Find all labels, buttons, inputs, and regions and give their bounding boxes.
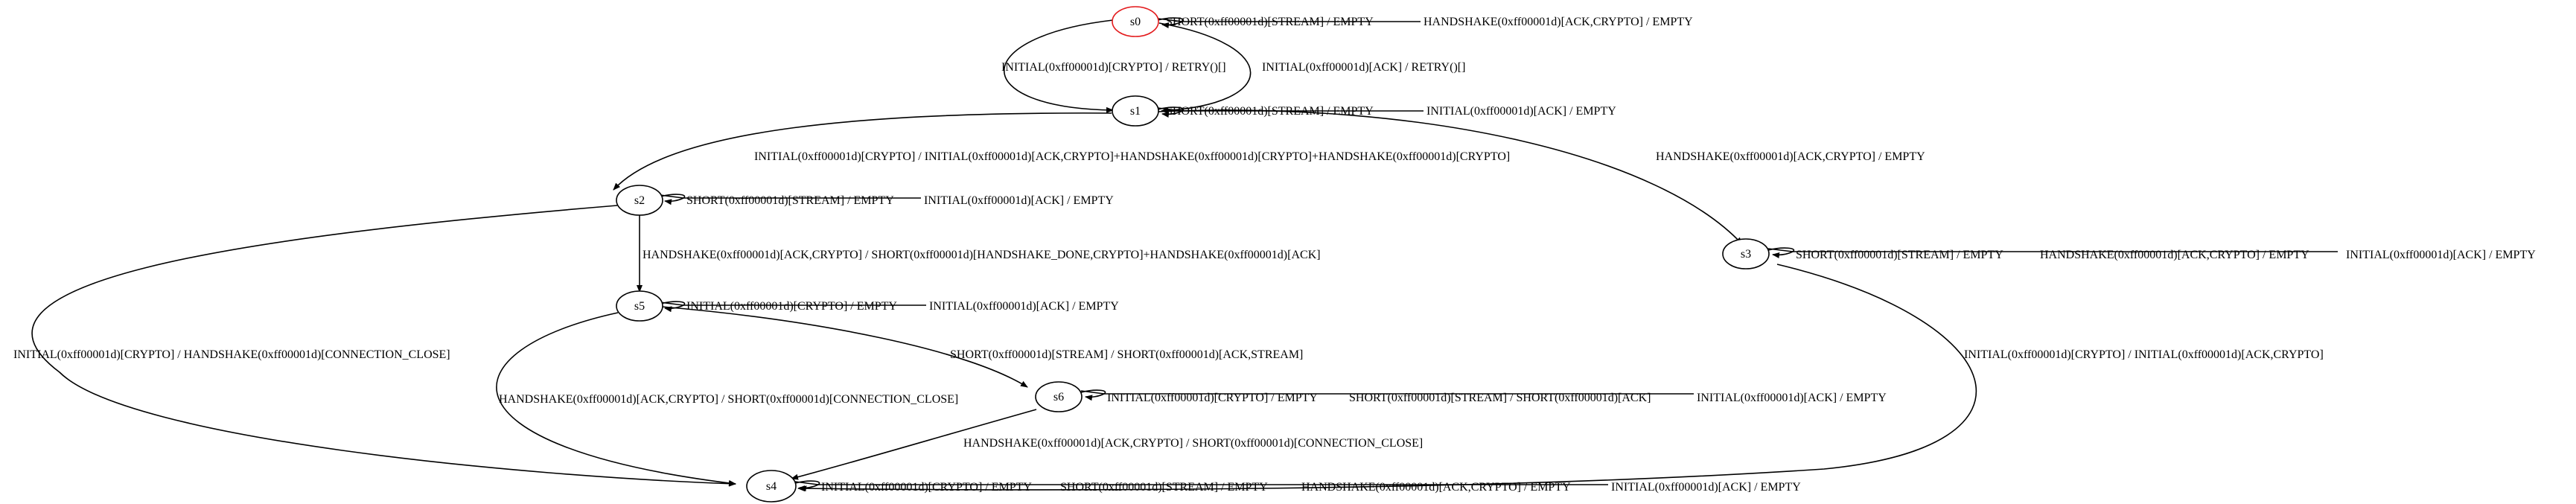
self-loop-s3-line bbox=[1767, 248, 2338, 252]
edge-s1-s3 bbox=[1157, 109, 1743, 245]
state-s5[interactable]: s5 bbox=[616, 290, 663, 322]
edge-label-s6-self-2: SHORT(0xff00001d)[STREAM] / SHORT(0xff00… bbox=[1349, 392, 1651, 404]
state-s1[interactable]: s1 bbox=[1112, 95, 1159, 127]
edge-label-s2-s4: INITIAL(0xff00001d)[CRYPTO] / HANDSHAKE(… bbox=[13, 348, 450, 361]
self-loop-s2-line bbox=[660, 194, 921, 199]
edge-label-s0-self-1: SHORT(0xff00001d)[STREAM] / EMPTY bbox=[1166, 16, 1374, 28]
edge-label-s6-self-3: INITIAL(0xff00001d)[ACK] / EMPTY bbox=[1697, 392, 1887, 404]
edge-label-s4-self-4: INITIAL(0xff00001d)[ACK] / EMPTY bbox=[1611, 481, 1801, 494]
edge-label-s6-self-1: INITIAL(0xff00001d)[CRYPTO] / EMPTY bbox=[1107, 392, 1318, 404]
state-s2[interactable]: s2 bbox=[616, 185, 663, 216]
edge-label-s1-s2: INITIAL(0xff00001d)[CRYPTO] / INITIAL(0x… bbox=[754, 150, 1510, 163]
edge-label-s5-self-2: INITIAL(0xff00001d)[ACK] / EMPTY bbox=[929, 300, 1119, 313]
edge-label-s3-self-1: SHORT(0xff00001d)[STREAM] / EMPTY bbox=[1796, 249, 2003, 261]
edge-label-s5-self-1: INITIAL(0xff00001d)[CRYPTO] / EMPTY bbox=[686, 300, 897, 313]
edge-s5-s6 bbox=[661, 306, 1028, 388]
edge-label-s2-s5: HANDSHAKE(0xff00001d)[ACK,CRYPTO] / SHOR… bbox=[643, 249, 1321, 261]
state-s6-label: s6 bbox=[1053, 391, 1064, 403]
edge-label-s0-self-2: HANDSHAKE(0xff00001d)[ACK,CRYPTO] / EMPT… bbox=[1424, 16, 1693, 28]
edge-label-s4-self-2: SHORT(0xff00001d)[STREAM] / EMPTY bbox=[1060, 481, 1268, 494]
self-loop-s0-line bbox=[1157, 18, 1421, 22]
edge-label-s1-s3: HANDSHAKE(0xff00001d)[ACK,CRYPTO] / EMPT… bbox=[1656, 150, 1925, 163]
edge-label-s5-s4: HANDSHAKE(0xff00001d)[ACK,CRYPTO] / SHOR… bbox=[499, 393, 958, 406]
edge-label-s4-self-3: HANDSHAKE(0xff00001d)[ACK,CRYPTO] / EMPT… bbox=[1301, 481, 1571, 494]
state-s1-label: s1 bbox=[1130, 105, 1141, 118]
edge-label-s1-self-1: SHORT(0xff00001d)[STREAM] / EMPTY bbox=[1166, 105, 1374, 118]
edge-label-s3-s4: INITIAL(0xff00001d)[CRYPTO] / INITIAL(0x… bbox=[1964, 348, 2324, 361]
edge-label-s6-s4: HANDSHAKE(0xff00001d)[ACK,CRYPTO] / SHOR… bbox=[963, 437, 1423, 450]
self-loops bbox=[660, 17, 2338, 492]
edge-label-s0-s1-crypto: INITIAL(0xff00001d)[CRYPTO] / RETRY()[] bbox=[1001, 61, 1226, 74]
state-s4[interactable]: s4 bbox=[746, 470, 797, 503]
state-s6[interactable]: s6 bbox=[1035, 381, 1083, 412]
edge-s6-s4 bbox=[791, 409, 1037, 480]
self-loop-s1-line bbox=[1157, 107, 1424, 112]
state-s4-label: s4 bbox=[766, 480, 777, 493]
self-loop-s4-line bbox=[794, 481, 1608, 485]
edge-s5-s4 bbox=[496, 312, 736, 486]
edge-labels: SHORT(0xff00001d)[STREAM] / EMPTY HANDSH… bbox=[13, 16, 2536, 494]
edge-label-s2-self-2: INITIAL(0xff00001d)[ACK] / EMPTY bbox=[924, 194, 1114, 207]
edge-s0-s1-crypto bbox=[1004, 19, 1114, 113]
edge-s0-s1-ack bbox=[1158, 22, 1252, 114]
edge-label-s4-self-1: INITIAL(0xff00001d)[CRYPTO] / EMPTY bbox=[821, 481, 1032, 494]
edge-label-s3-self-2: HANDSHAKE(0xff00001d)[ACK,CRYPTO] / EMPT… bbox=[2040, 249, 2309, 261]
edge-label-s0-s1-ack: INITIAL(0xff00001d)[ACK] / RETRY()[] bbox=[1262, 61, 1465, 74]
nodes: s0 s1 s2 s3 s4 s5 s6 bbox=[616, 6, 1770, 503]
edge-label-s2-self-1: SHORT(0xff00001d)[STREAM] / EMPTY bbox=[686, 194, 894, 207]
state-s0-label: s0 bbox=[1130, 16, 1141, 28]
self-loop-s5-line bbox=[660, 302, 926, 306]
state-s2-label: s2 bbox=[634, 194, 645, 207]
state-s3-label: s3 bbox=[1741, 248, 1751, 261]
edge-label-s5-s6: SHORT(0xff00001d)[STREAM] / SHORT(0xff00… bbox=[950, 348, 1303, 361]
state-s3[interactable]: s3 bbox=[1722, 238, 1770, 269]
edge-s2-s4 bbox=[31, 205, 736, 487]
state-s0[interactable]: s0 bbox=[1112, 6, 1159, 37]
edge-s1-s2 bbox=[613, 112, 1112, 191]
edge-label-s3-self-3: INITIAL(0xff00001d)[ACK] / EMPTY bbox=[2346, 249, 2536, 261]
state-s5-label: s5 bbox=[634, 300, 645, 313]
edge-s3-s4 bbox=[797, 264, 1977, 492]
self-loop-s6-line bbox=[1080, 390, 1694, 395]
edge-label-s1-self-2: INITIAL(0xff00001d)[ACK] / EMPTY bbox=[1426, 105, 1616, 118]
